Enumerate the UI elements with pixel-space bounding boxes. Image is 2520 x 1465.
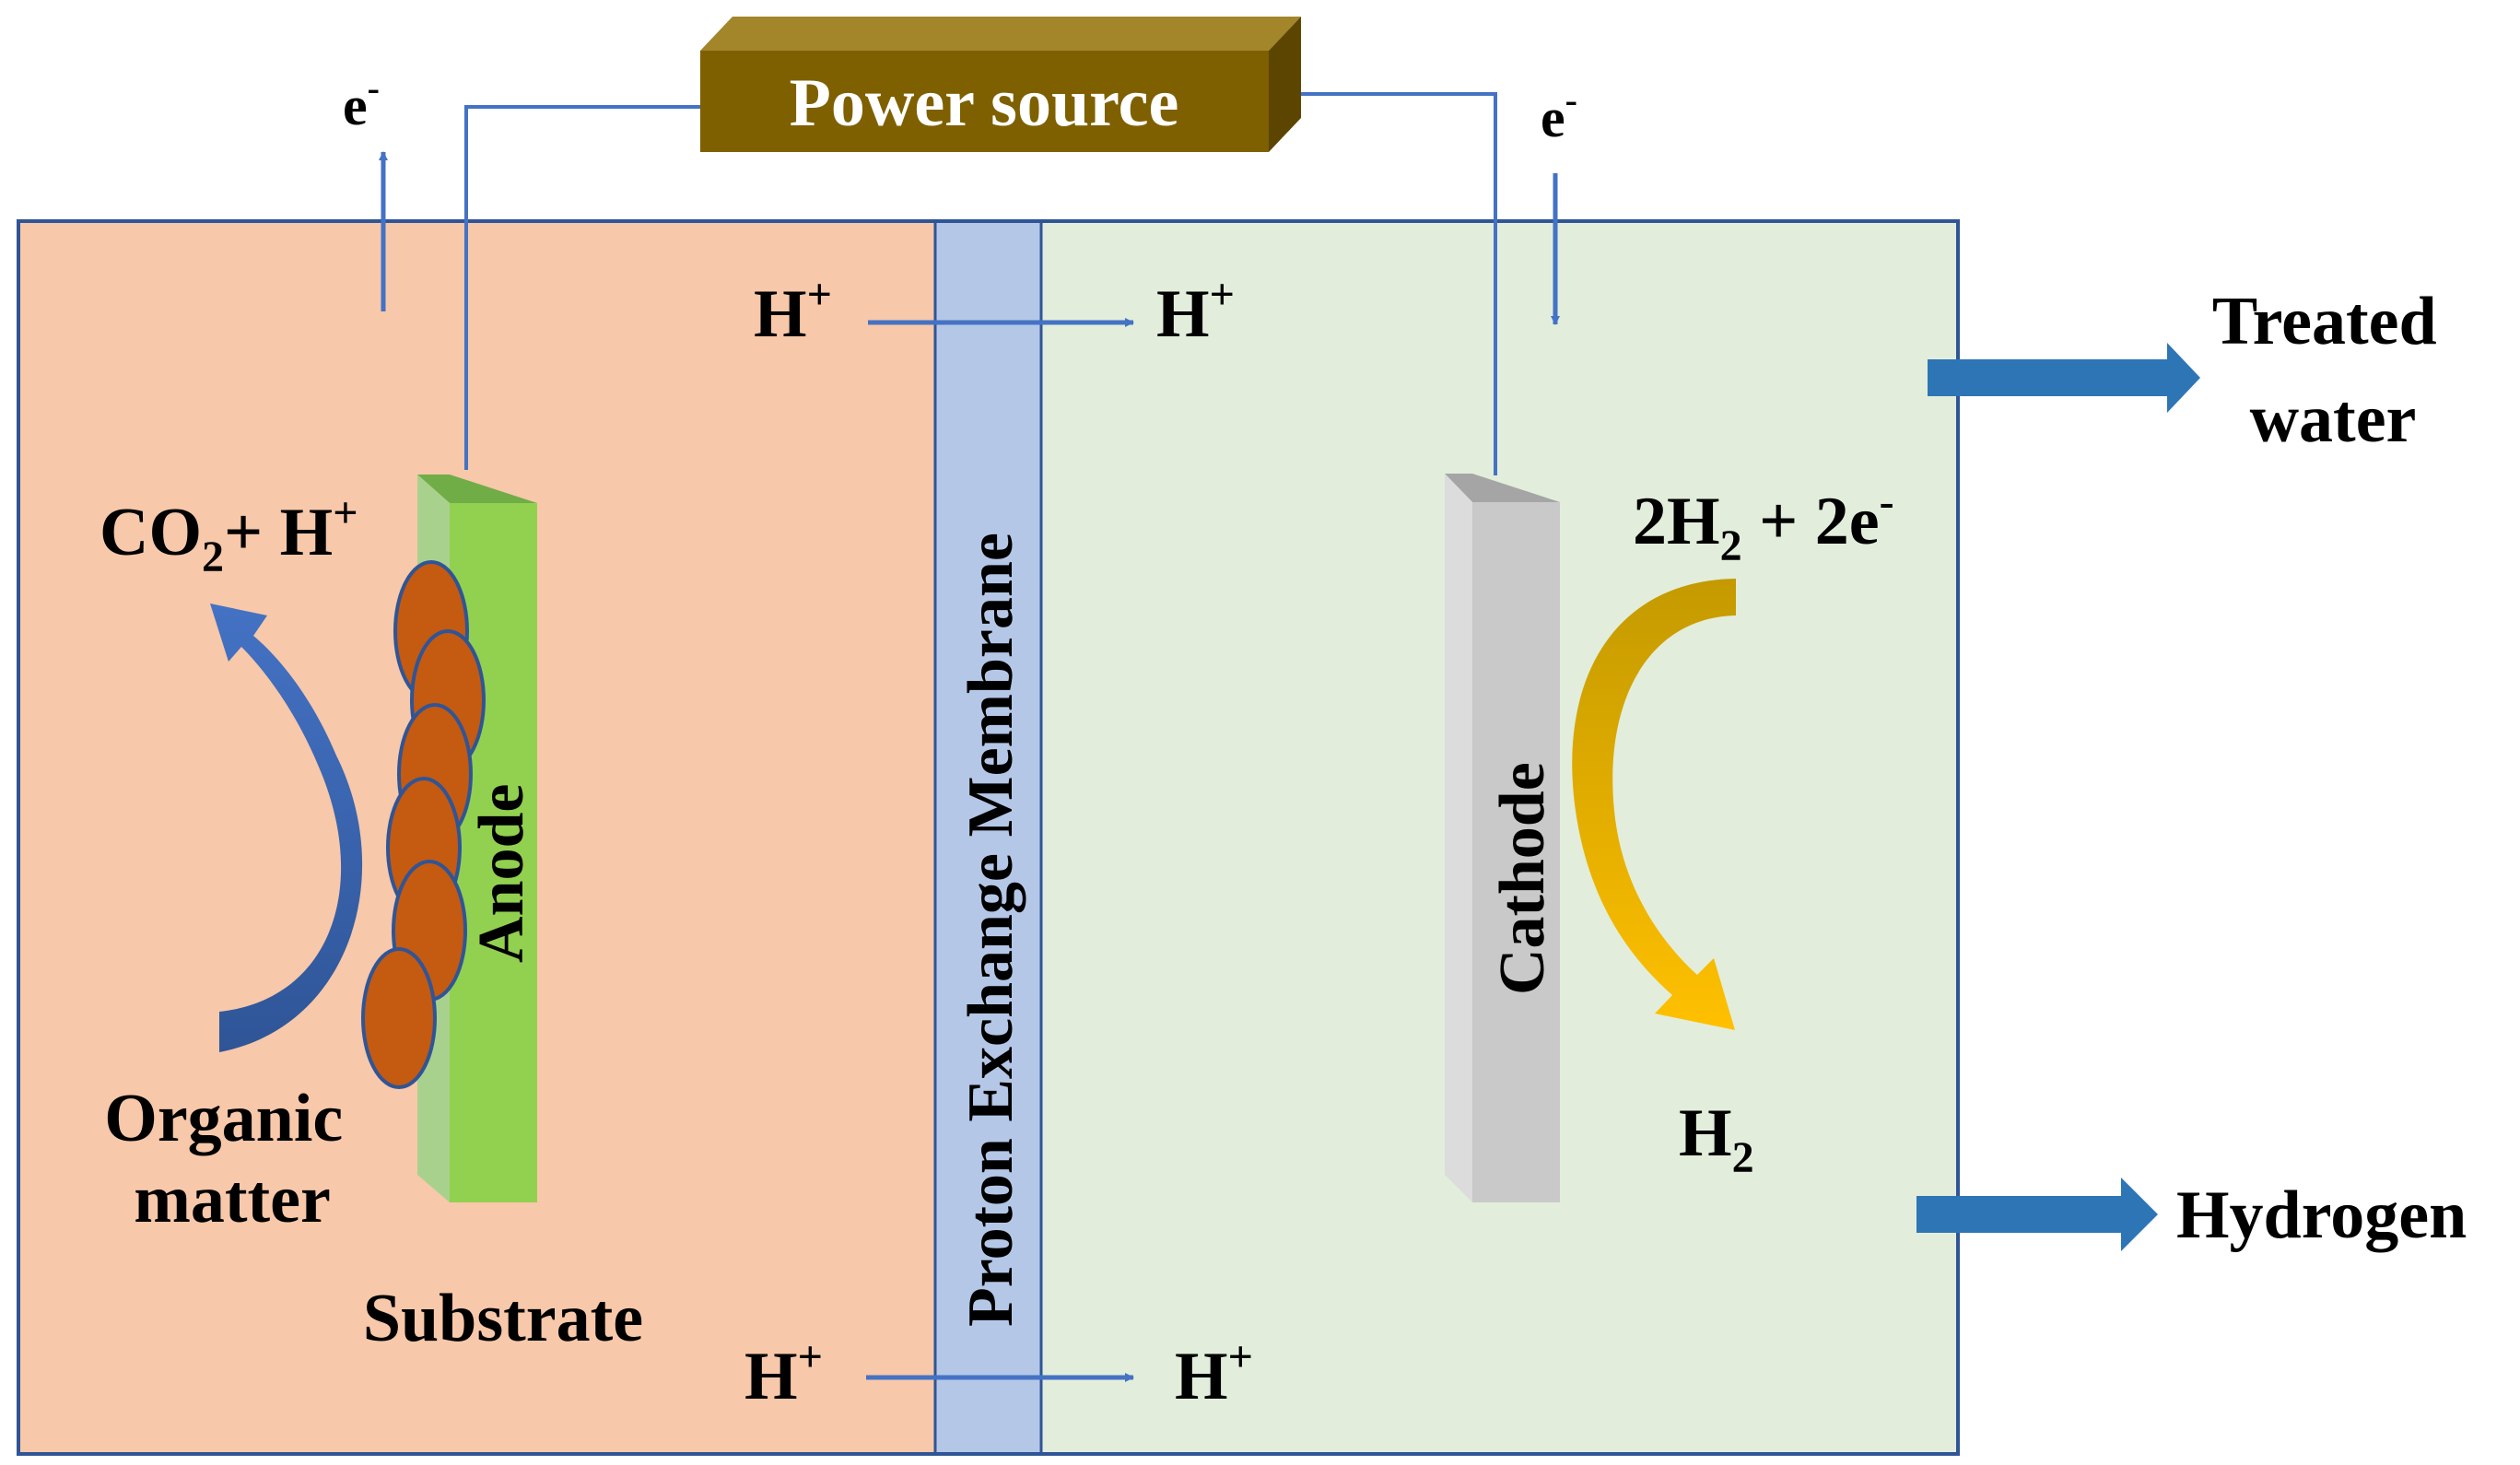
bacterium-6: [361, 947, 437, 1089]
power-source-front: [700, 51, 1269, 152]
membrane-label: Proton Exchange Membrane: [955, 533, 1026, 1327]
cathode-side: [1445, 474, 1472, 1202]
substrate-label: Substrate: [363, 1281, 643, 1356]
wire-anode: [464, 105, 700, 470]
power-source-label: Power source: [790, 65, 1179, 141]
cathode-reactant-label: 2H2 + 2e-: [1633, 477, 1894, 570]
wire-cathode: [1270, 92, 1497, 475]
hydrogen-label: Hydrogen: [2176, 1178, 2467, 1253]
organic-matter-label: Organic matter: [104, 1081, 359, 1237]
electron-label-left: e-: [343, 67, 380, 136]
power-source-top: [700, 17, 1301, 51]
reduction-arrow: [1572, 579, 1736, 1030]
cathode-label: Cathode: [1487, 762, 1558, 995]
anode-label: Anode: [466, 784, 537, 963]
oxidation-arrow: [210, 604, 363, 1052]
cathode-product-label: H2: [1679, 1096, 1754, 1182]
cathode-top: [1445, 474, 1560, 502]
proton-label-bottom-left: H+: [744, 1332, 823, 1414]
proton-label-bottom-right: H+: [1175, 1332, 1253, 1414]
treated-water-arrow: [1928, 343, 2200, 413]
anode-product-label: CO2+ H+: [100, 488, 358, 581]
power-source-side: [1269, 17, 1301, 152]
reactor-outline: [17, 219, 1960, 1456]
cathode-electrode: Cathode: [1445, 474, 1560, 1202]
anode-top: [417, 475, 537, 503]
treated-water-label: Treated water: [2212, 284, 2454, 457]
cathode-front: [1472, 502, 1560, 1202]
biofilm: [361, 560, 486, 1089]
proton-label-top-right: H+: [1156, 270, 1235, 352]
membrane: [935, 221, 1041, 1454]
hydrogen-arrow: [1916, 1178, 2158, 1251]
proton-label-top-left: H+: [754, 270, 832, 352]
electron-label-right: e-: [1541, 79, 1577, 148]
power-source: Power source: [700, 17, 1301, 152]
